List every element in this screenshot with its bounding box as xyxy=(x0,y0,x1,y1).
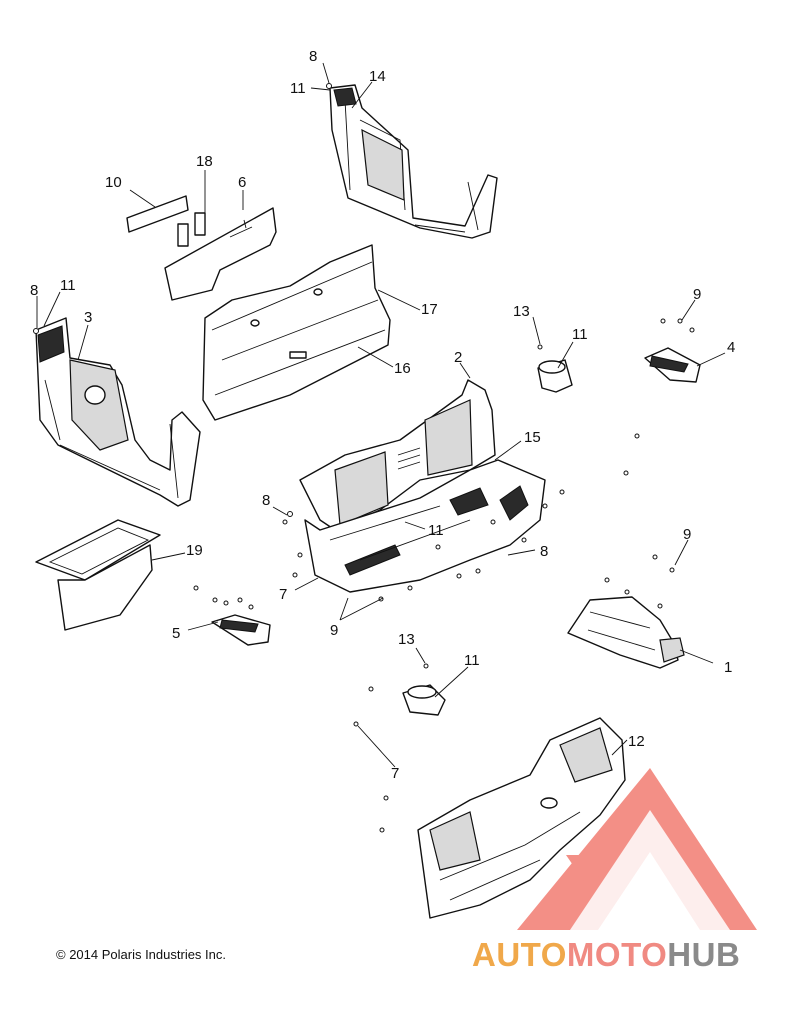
callout-6: 6 xyxy=(238,174,246,191)
callout-9: 9 xyxy=(683,526,691,543)
part-18-decals xyxy=(177,212,206,247)
callout-8: 8 xyxy=(262,492,270,509)
callout-16: 16 xyxy=(394,360,411,377)
callout-11: 11 xyxy=(572,326,588,343)
callout-5: 5 xyxy=(172,625,180,642)
callout-11: 11 xyxy=(290,80,306,97)
callout-labels: 8 11 14 10 18 6 8 11 3 17 16 13 11 2 9 4… xyxy=(30,48,735,782)
callout-19: 19 xyxy=(186,542,203,559)
part-11-cup-holder-lower xyxy=(402,684,446,716)
callout-11: 11 xyxy=(464,652,480,669)
callout-17: 17 xyxy=(421,301,438,318)
callout-10: 10 xyxy=(105,174,122,191)
callout-4: 4 xyxy=(727,339,735,356)
callout-9: 9 xyxy=(693,286,701,303)
watermark-auto: AUTO xyxy=(472,936,567,973)
part-12-center-console xyxy=(417,717,626,919)
callout-8: 8 xyxy=(540,543,548,560)
callout-12: 12 xyxy=(628,733,645,750)
watermark-hub: HUB xyxy=(667,936,741,973)
part-11-cup-holder-upper xyxy=(537,359,573,393)
callout-8: 8 xyxy=(309,48,317,65)
leader-lines xyxy=(36,62,726,768)
part-3-side-panel xyxy=(35,317,201,507)
part-19-storage-bin xyxy=(35,519,161,631)
part-10-decal xyxy=(126,195,189,233)
part-1-console-cover xyxy=(567,596,685,669)
callout-13: 13 xyxy=(513,303,530,320)
copyright-text: © 2014 Polaris Industries Inc. xyxy=(56,947,226,962)
callout-1: 1 xyxy=(724,659,732,676)
fasteners xyxy=(33,83,695,833)
callout-9: 9 xyxy=(330,622,338,639)
callout-8: 8 xyxy=(30,282,38,299)
callout-13: 13 xyxy=(398,631,415,648)
callout-11: 11 xyxy=(428,522,444,539)
part-5-bracket xyxy=(211,614,271,646)
callout-18: 18 xyxy=(196,153,213,170)
watermark-moto: MOTO xyxy=(566,936,668,973)
callout-15: 15 xyxy=(524,429,541,446)
callout-11: 11 xyxy=(60,277,76,294)
callout-14: 14 xyxy=(369,68,386,85)
watermark-text: AUTOMOTOHUB xyxy=(472,936,740,974)
watermark-logo-triangle xyxy=(517,768,757,930)
part-6-panel xyxy=(164,207,277,301)
part-15-floor-tray xyxy=(304,459,546,593)
part-17-rear-panel xyxy=(202,244,391,421)
part-2-bulkhead xyxy=(299,379,496,531)
callout-7: 7 xyxy=(279,586,287,603)
callout-3: 3 xyxy=(84,309,92,326)
part-4-bracket xyxy=(644,347,701,383)
callout-2: 2 xyxy=(454,349,462,366)
part-14-seat-frame xyxy=(329,84,498,239)
callout-7: 7 xyxy=(391,765,399,782)
